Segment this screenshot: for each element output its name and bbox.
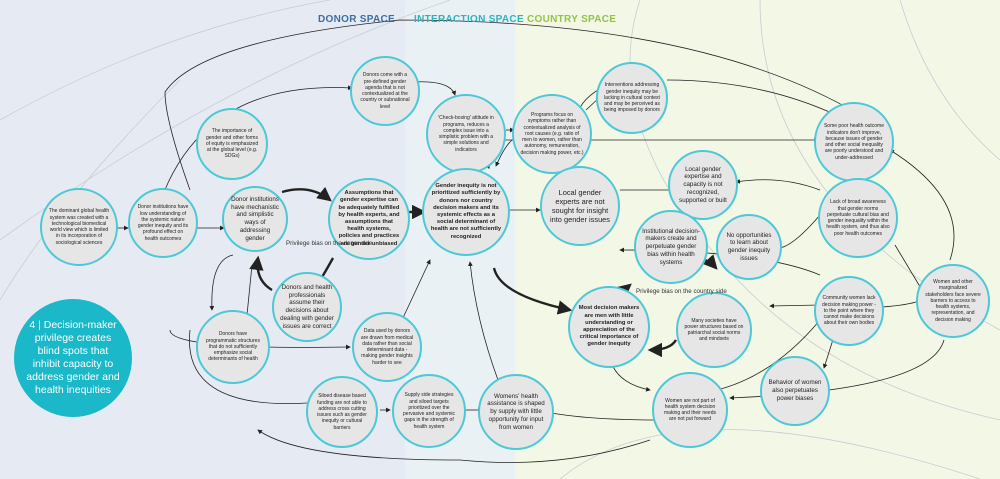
node-marginalized-stakeholders: Women and other marginalized stakeholder… [916,264,990,338]
country-space-title: COUNTRY SPACE [527,14,617,25]
interaction-space-title: INTERACTION SPACE [414,14,524,25]
node-gender-inequity-not-prioritized: Gender inequity is not prioritized suffi… [422,168,510,256]
node-global-health-system: The dominant global health system was cr… [40,188,118,266]
node-poor-outcomes: Some poor health outcome indicators don'… [814,102,894,182]
node-siloed-funding: Siloed disease based funding are not abl… [306,376,378,448]
node-data-used: Data used by donors are drawn from medic… [352,312,422,382]
callout-circle: 4 | Decision-maker privilege creates bli… [14,299,132,417]
node-women-not-part: Women are not part of health system deci… [652,372,728,448]
privilege-bias-donor-label: Privilege bias on the donor side [286,240,373,247]
node-supply-side: Supply side strategies and siloed target… [392,374,466,448]
node-most-decision-makers-men: Most decision makers are men with little… [568,286,650,368]
donor-space-title: DONOR SPACE [318,14,396,25]
node-predefined-agenda: Donors come with a pre-defined gender ag… [350,56,420,126]
node-donor-low-understanding: Donor institutions have low understandin… [128,188,198,258]
privilege-bias-country-label: Privilege bias on the country side [636,288,727,295]
node-donors-health-professionals: Donors and health professionals assume t… [272,272,342,342]
node-donors-programmatic: Donors have programmatic structures that… [196,310,270,384]
node-no-opportunities: No opportunities to learn about gender i… [716,214,782,280]
node-community-women: Community women lack decision making pow… [814,276,884,346]
node-womens-health-assistance: Womens' health assistance is shaped by s… [478,374,554,450]
node-donor-mechanistic: Donor institutions have mechanistic and … [222,186,288,252]
node-societies-patriarchal: Many societies have power structures bas… [676,292,752,368]
node-programs-symptoms: Programs focus on symptoms rather than c… [512,94,592,174]
node-behavior-women: Behavior of women also perpetuates power… [760,356,830,426]
node-check-boxing: 'Check-boxing' attitude in programs, red… [426,94,506,174]
node-institutional-decision-makers: Institutional decision-makers create and… [634,210,708,284]
node-lack-awareness: Lack of broad awareness that gender norm… [818,178,898,258]
node-interventions-lacking: Interventions addressing gender inequity… [596,62,668,134]
node-assumptions: Assumptions that gender expertise can be… [328,178,410,260]
node-local-expertise: Local gender expertise and capacity is n… [668,150,738,220]
node-local-gender-experts: Local gender experts are not sought for … [540,166,620,246]
node-importance-equity: The importance of gender and other forms… [196,108,268,180]
